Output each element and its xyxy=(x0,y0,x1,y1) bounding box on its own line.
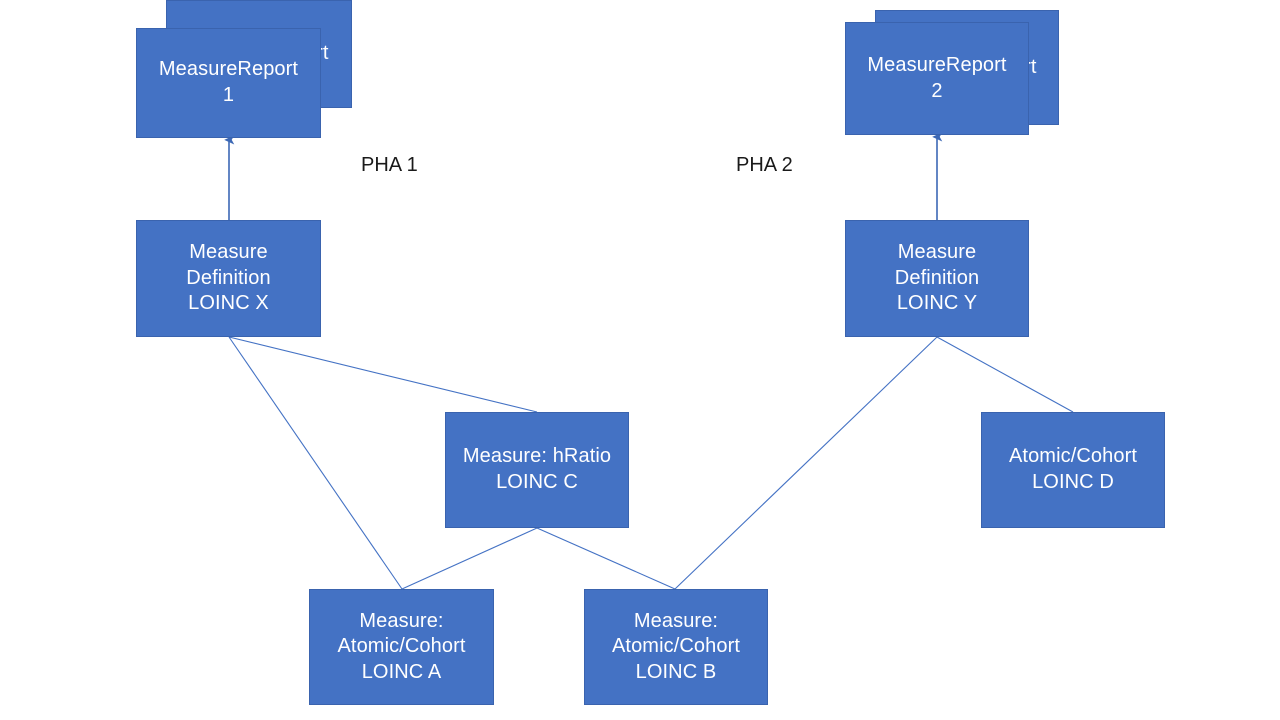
node-measure-hratio-loinc-c-line-1: LOINC C xyxy=(496,471,578,493)
node-measure-definition-loinc-y-line-2: LOINC Y xyxy=(896,292,978,315)
connector-edge-mdx-to-loinc-a xyxy=(228,336,403,590)
label-pha2: PHA 2 xyxy=(736,154,793,176)
node-measure-atomic-cohort-loinc-a-line-2: LOINC A xyxy=(361,660,442,683)
node-measurereport-1-line-0: MeasureReport xyxy=(158,58,299,81)
node-measure-atomic-cohort-loinc-b-line-1: Atomic/Cohort xyxy=(611,635,740,658)
node-measurereport-2-line-1: 2 xyxy=(931,79,943,102)
node-measure-atomic-cohort-loinc-b-line-0: Measure: xyxy=(633,609,719,632)
node-measure-definition-loinc-x-line-0: Measure xyxy=(189,241,268,264)
node-measure-definition-loinc-y-line-1: Definition xyxy=(894,266,980,289)
node-atomic-cohort-loinc-d-line-1: LOINC D xyxy=(1032,471,1114,493)
label-pha1: PHA 1 xyxy=(361,154,418,176)
node-measure-atomic-cohort-loinc-a-line-0: Measure: xyxy=(359,609,444,632)
node-atomic-cohort-loinc-d-line-0: Atomic/Cohort xyxy=(1008,445,1137,468)
connector-edge-hratio-to-loinc-b xyxy=(536,527,676,590)
connector-edge-mdy-to-loinc-d xyxy=(936,336,1074,413)
node-measure-definition-loinc-y-line-0: Measure xyxy=(897,241,977,264)
node-measurereport-1-line-1: 1 xyxy=(222,84,235,106)
node-measure-hratio-loinc-c-line-0: Measure: hRatio xyxy=(462,445,612,468)
connector-edge-mdx-to-hratio xyxy=(228,336,538,413)
connector-edge-hratio-to-loinc-a xyxy=(401,527,538,590)
node-measurereport-1[interactable]: MeasureReport 1 xyxy=(136,28,321,138)
connector-edge-mdy-to-loinc-b xyxy=(674,336,938,590)
node-measure-atomic-cohort-loinc-b-line-2: LOINC B xyxy=(635,660,717,683)
node-measure-definition-loinc-x-line-2: LOINC X xyxy=(188,292,269,315)
node-measurereport-2-line-0: MeasureReport xyxy=(867,53,1007,76)
node-measurereport-2[interactable]: MeasureReport 2 xyxy=(845,22,1029,135)
node-measure-atomic-cohort-loinc-a-line-1: Atomic/Cohort xyxy=(337,635,466,658)
node-measure-definition-loinc-x-line-1: Definition xyxy=(186,266,271,289)
